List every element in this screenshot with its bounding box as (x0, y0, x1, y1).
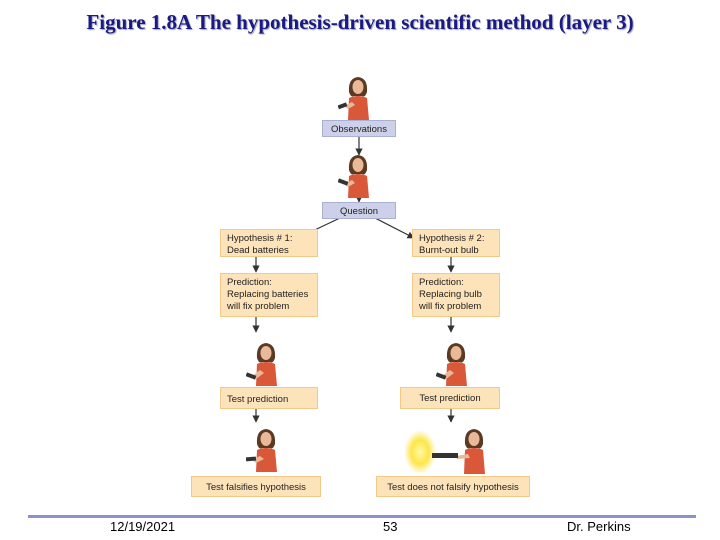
question-box: Question (322, 202, 396, 219)
person-with-flashlight-illustration (338, 155, 369, 198)
slide-title: Figure 1.8A The hypothesis-driven scient… (86, 10, 634, 34)
footer-divider (28, 515, 696, 518)
prediction-1-box: Prediction: Replacing batteries will fix… (220, 273, 318, 317)
footer-page-number: 53 (383, 519, 398, 534)
test-result-1-box: Test falsifies hypothesis (191, 476, 321, 497)
footer-date: 12/19/2021 (110, 519, 176, 534)
person-with-lit-flashlight-illustration (404, 429, 485, 474)
hypothesis-1-box: Hypothesis # 1: Dead batteries (220, 229, 318, 257)
test-result-2-box: Test does not falsify hypothesis (376, 476, 530, 497)
hypothesis-2-box: Hypothesis # 2: Burnt-out bulb (412, 229, 500, 257)
person-with-flashlight-illustration (246, 343, 277, 386)
person-with-flashlight-illustration (338, 77, 369, 120)
footer-author: Dr. Perkins (567, 519, 631, 534)
test-prediction-2-box: Test prediction (400, 387, 500, 409)
person-with-flashlight-illustration (246, 429, 277, 472)
observations-box: Observations (322, 120, 396, 137)
prediction-2-box: Prediction: Replacing bulb will fix prob… (412, 273, 500, 317)
test-prediction-1-box: Test prediction (220, 387, 318, 409)
person-with-flashlight-illustration (436, 343, 467, 386)
